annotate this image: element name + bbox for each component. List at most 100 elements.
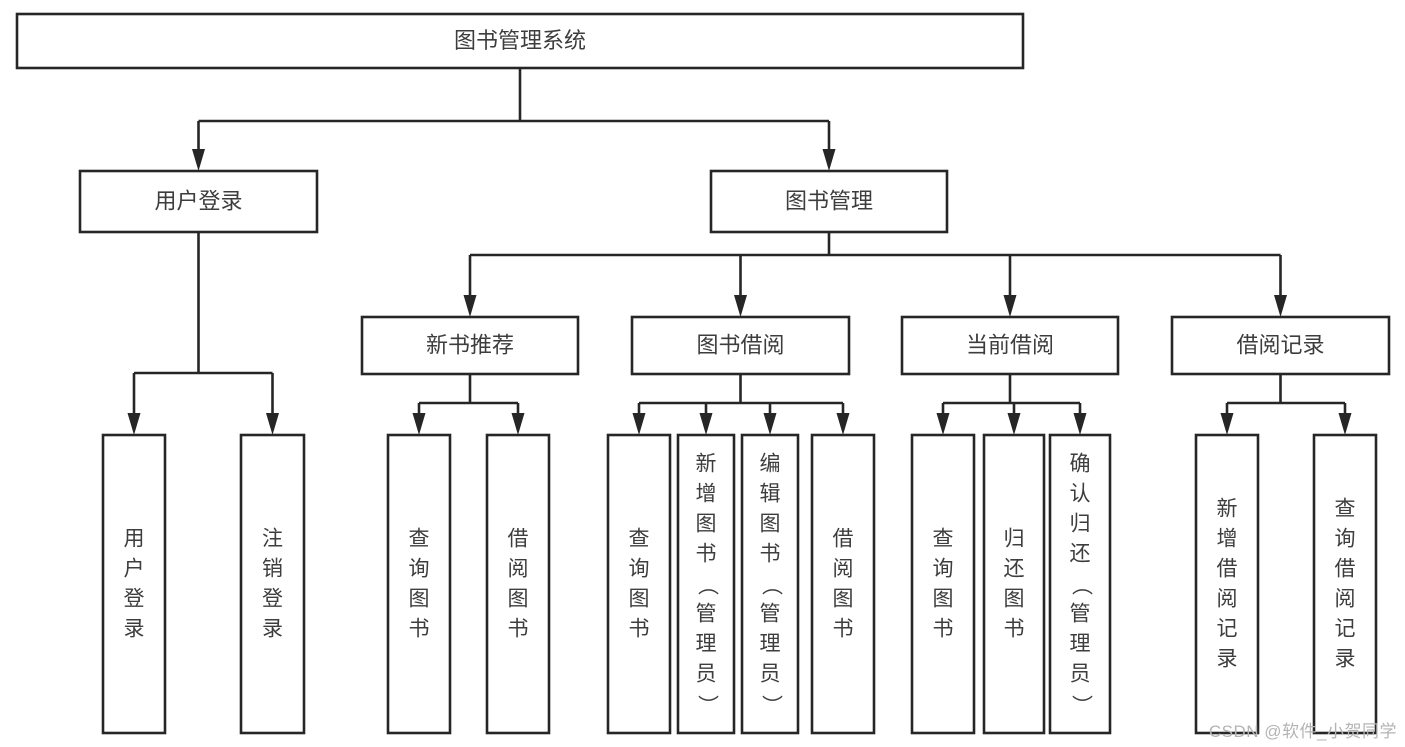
- node-label-char: 新: [1217, 498, 1238, 521]
- node-label: 用户登录: [154, 188, 242, 213]
- node-layer: 图书管理系统用户登录图书管理新书推荐图书借阅当前借阅借阅记录用户登录注销登录查询…: [15, 12, 1391, 735]
- node-label: 图书借阅: [696, 332, 784, 357]
- node-box: [910, 433, 976, 735]
- node-label-char: 还: [1004, 558, 1025, 581]
- node-label-char: 登: [262, 588, 283, 611]
- node-label-char: 询: [629, 558, 650, 581]
- node-label-char: 记: [1217, 618, 1238, 641]
- node-label-char: 书: [409, 618, 430, 641]
- node-label: 新书推荐: [426, 332, 514, 357]
- node-box: [1170, 315, 1391, 376]
- node-box: [676, 433, 736, 735]
- node-label-char: 管: [1070, 603, 1091, 626]
- node-label-char: （: [1069, 575, 1092, 596]
- node-box: [630, 315, 851, 376]
- node-l1-book-manage[interactable]: 图书管理: [709, 169, 949, 234]
- node-label-char: 图: [409, 588, 430, 611]
- node-box: [485, 433, 551, 735]
- node-label-char: 图: [933, 588, 954, 611]
- connector-arrowhead: [1338, 413, 1352, 435]
- node-label: 图书管理系统: [454, 28, 586, 53]
- node-label-char: 图: [833, 588, 854, 611]
- node-l2-book-borrow[interactable]: 图书借阅: [630, 315, 851, 376]
- node-label-char: 询: [933, 558, 954, 581]
- node-label-char: 查: [1335, 498, 1356, 521]
- node-label-char: ）: [1069, 695, 1092, 716]
- connector-arrowhead: [511, 413, 525, 435]
- node-label-char: 员: [760, 663, 781, 686]
- node-l2-current-borrow[interactable]: 当前借阅: [900, 315, 1120, 376]
- node-box: [1048, 433, 1112, 735]
- connector-arrowhead: [822, 149, 836, 171]
- node-label-char: 书: [1004, 618, 1025, 641]
- node-label-char: 户: [124, 558, 145, 581]
- node-label: 图书管理: [785, 188, 873, 213]
- connector-arrowhead: [699, 413, 713, 435]
- node-label-char: 新: [696, 453, 717, 476]
- node-l2-borrow-record[interactable]: 借阅记录: [1170, 315, 1391, 376]
- connector-arrowhead: [836, 413, 850, 435]
- node-label-char: 阅: [1217, 588, 1238, 611]
- node-leaf-user-login[interactable]: 用户登录: [101, 433, 167, 735]
- connector-layer: [127, 68, 1352, 435]
- node-label-char: 书: [508, 618, 529, 641]
- node-label-char: 记: [1335, 618, 1356, 641]
- node-label-char: 查: [629, 528, 650, 551]
- node-label-char: 阅: [1335, 588, 1356, 611]
- node-label-char: 销: [262, 558, 283, 581]
- node-label-char: 编: [760, 453, 781, 476]
- node-label-char: 管: [760, 603, 781, 626]
- node-label-char: 书: [696, 543, 717, 566]
- node-label-char: 借: [833, 528, 854, 551]
- node-box: [101, 433, 167, 735]
- connector-arrowhead: [632, 413, 646, 435]
- node-box: [810, 433, 876, 735]
- node-label-char: 阅: [833, 558, 854, 581]
- node-label-char: 查: [409, 528, 430, 551]
- node-label-char: 注: [262, 528, 283, 551]
- connector-arrowhead: [1003, 295, 1017, 317]
- connector-arrowhead: [127, 413, 141, 435]
- node-label-char: （: [695, 575, 718, 596]
- node-label-char: 理: [696, 633, 717, 656]
- node-box: [740, 433, 800, 735]
- connector-arrowhead: [266, 413, 279, 435]
- node-box: [1194, 433, 1260, 735]
- node-box: [386, 433, 452, 735]
- connector-arrowhead: [1007, 413, 1021, 435]
- node-l2-new-book-rec[interactable]: 新书推荐: [360, 315, 580, 376]
- node-label: 当前借阅: [966, 332, 1054, 357]
- node-label-char: 录: [1335, 648, 1356, 671]
- node-box: [606, 433, 672, 735]
- node-root[interactable]: 图书管理系统: [15, 12, 1025, 70]
- node-box: [15, 12, 1025, 70]
- node-label-char: 辑: [760, 483, 781, 506]
- node-box: [78, 169, 319, 234]
- node-label-char: 归: [1004, 528, 1025, 551]
- node-box: [1312, 433, 1378, 735]
- node-label-char: 用: [124, 528, 145, 551]
- node-label-char: 询: [1335, 528, 1356, 551]
- node-label-char: 录: [124, 618, 145, 641]
- node-label-char: 阅: [508, 558, 529, 581]
- node-box: [360, 315, 580, 376]
- node-l1-user-login[interactable]: 用户登录: [78, 169, 319, 234]
- node-label-char: ）: [695, 695, 718, 716]
- connector-arrowhead: [463, 295, 477, 317]
- node-label-char: 理: [1070, 633, 1091, 656]
- node-label-char: 图: [629, 588, 650, 611]
- node-label-char: 图: [760, 513, 781, 536]
